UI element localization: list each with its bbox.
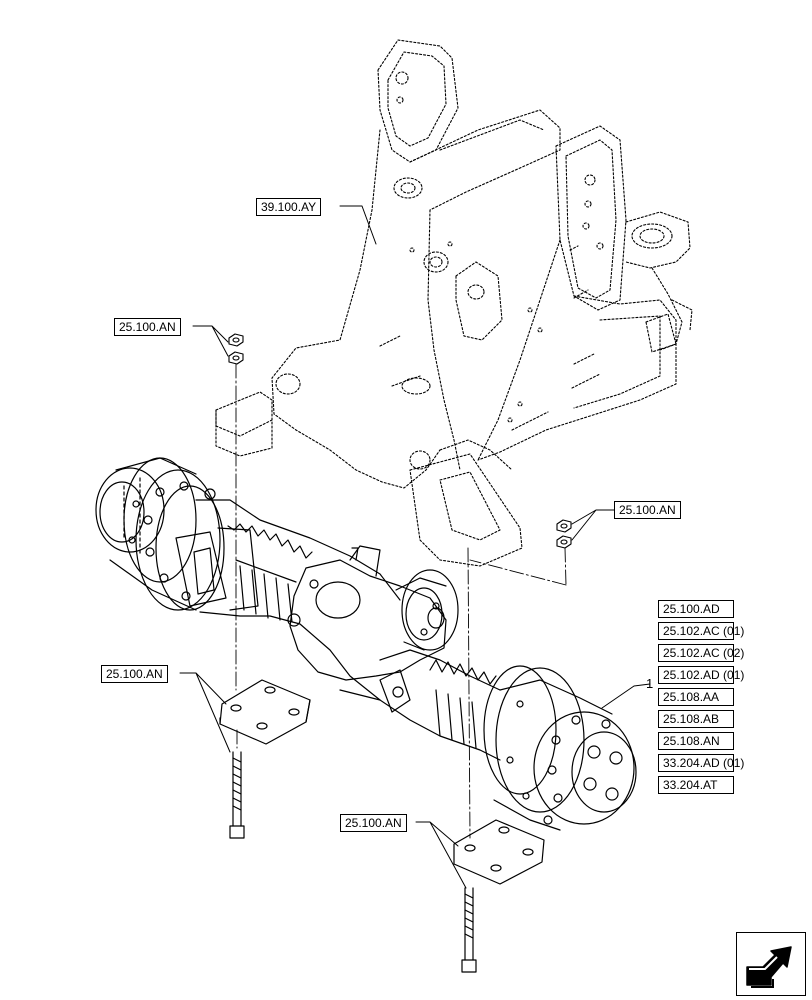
callout-nuts-left[interactable]: 25.100.AN: [114, 318, 181, 336]
axle-reference-list: 25.100.AD 25.102.AC (01) 25.102.AC (02) …: [658, 600, 744, 798]
axle-reference[interactable]: 33.204.AD (01): [658, 754, 744, 772]
nut-right-pair: [556, 519, 572, 549]
left-wheel-hub: [95, 457, 225, 611]
axle-reference[interactable]: 25.108.AB: [658, 710, 734, 728]
spacer-plate-right: [453, 819, 545, 885]
axle-reference[interactable]: 33.204.AT: [658, 776, 734, 794]
axle-reference[interactable]: 25.108.AA: [658, 688, 734, 706]
next-page-button[interactable]: [736, 932, 806, 996]
callout-plate-right[interactable]: 25.100.AN: [340, 814, 407, 832]
axle-reference[interactable]: 25.102.AC (01): [658, 622, 744, 640]
bolt-right: [461, 887, 477, 973]
callout-plate-left[interactable]: 25.100.AN: [101, 665, 168, 683]
axle-mounting-frame: [215, 39, 693, 567]
callout-frame[interactable]: 39.100.AY: [256, 198, 322, 216]
callout-nuts-right[interactable]: 25.100.AN: [614, 501, 681, 519]
bolt-centerlines: [235, 363, 567, 839]
right-wheel-hub: [483, 665, 637, 831]
next-page-arrow-icon: [746, 946, 792, 988]
axle-reference[interactable]: 25.100.AD: [658, 600, 734, 618]
axle-reference[interactable]: 25.102.AD (01): [658, 666, 744, 684]
leader-lines: [179, 205, 651, 889]
axle-reference[interactable]: 25.108.AN: [658, 732, 734, 750]
bolt-left: [229, 751, 245, 839]
axle-reference[interactable]: 25.102.AC (02): [658, 644, 744, 662]
item-number-axle: 1: [646, 676, 654, 691]
nut-left-pair: [228, 333, 244, 365]
front-axle-assembly: [95, 457, 637, 831]
spacer-plate-left: [219, 679, 311, 745]
